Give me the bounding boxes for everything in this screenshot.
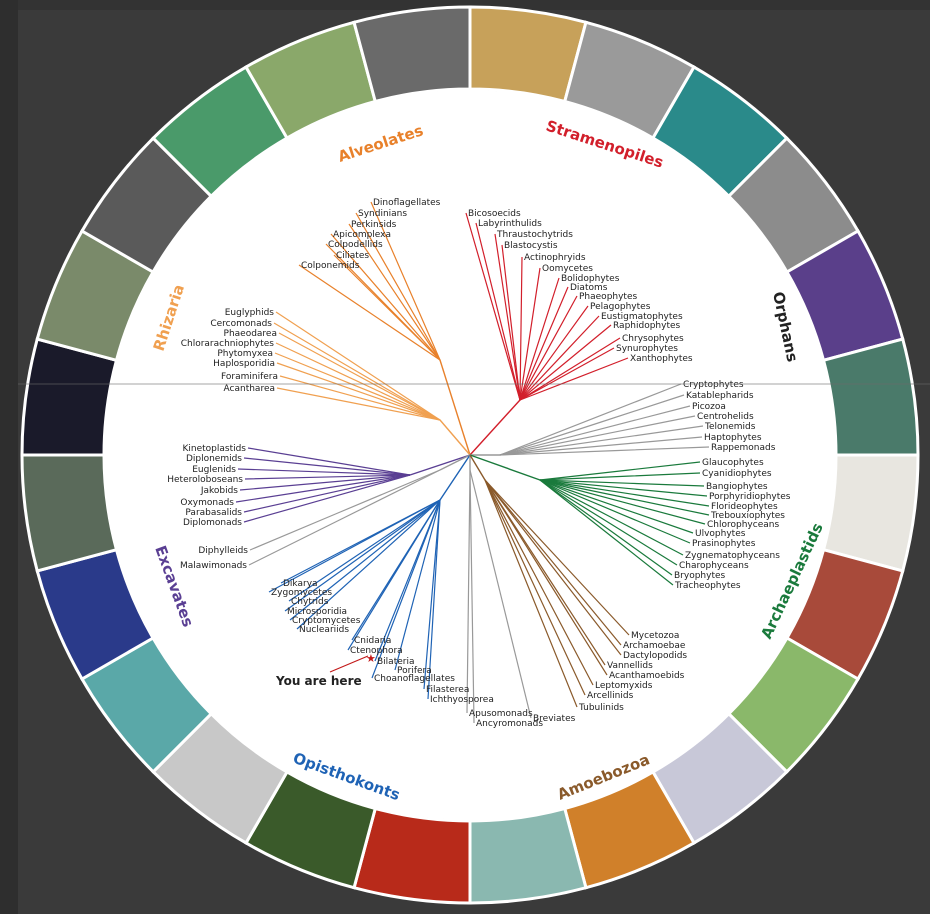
leaf-dinoflagellates: Dinoflagellates (373, 198, 441, 208)
dinoflagellate-sem-photo (354, 7, 470, 101)
leaf-cyanidiophytes: Cyanidiophytes (702, 469, 772, 479)
leaf-colpodellids: Colpodellids (328, 240, 383, 250)
leaf-filasterea: Filasterea (426, 685, 469, 695)
leaf-apicomplexa: Apicomplexa (333, 230, 391, 240)
green-colony-photo (824, 339, 918, 455)
leaf-chytrids: Chytrids (291, 597, 329, 607)
leaf-jakobids: Jakobids (200, 486, 238, 496)
leaf-euglyphids: Euglyphids (225, 308, 275, 318)
leaf-acantharea: Acantharea (224, 384, 275, 394)
leaf-phaeophytes: Phaeophytes (579, 292, 637, 302)
leaf-tubulinids: Tubulinids (578, 703, 624, 713)
leaf-phaeodarea: Phaeodarea (224, 329, 277, 339)
leaf-perkinsids: Perkinsids (351, 220, 397, 230)
leaf-diphylleids: Diphylleids (198, 546, 248, 556)
leaf-heteroloboseans: Heteroloboseans (167, 475, 243, 485)
leaf-rappemonads: Rappemonads (711, 443, 776, 453)
leaf-bangiophytes: Bangiophytes (706, 482, 768, 492)
leaf-porphyridiophytes: Porphyridiophytes (709, 492, 791, 502)
leaf-cnidaria: Cnidaria (354, 636, 391, 646)
leaf-foraminifera: Foraminifera (221, 372, 278, 382)
leaf-bicosoecids: Bicosoecids (468, 209, 521, 219)
leaf-euglenids: Euglenids (192, 465, 236, 475)
leaf-choanoflagellates: Choanoflagellates (374, 674, 455, 684)
leaf-charophyceans: Charophyceans (679, 561, 749, 571)
you-are-here-label: You are here (275, 674, 362, 688)
leaf-vannellids: Vannellids (607, 661, 653, 671)
leaf-zygnematophyceans: Zygnematophyceans (685, 551, 780, 561)
leaf-acanthamoebids: Acanthamoebids (609, 671, 685, 681)
leaf-haptophytes: Haptophytes (704, 433, 762, 443)
leaf-thraustochytrids: Thraustochytrids (496, 230, 573, 240)
leaf-xanthophytes: Xanthophytes (630, 354, 693, 364)
leaf-pelagophytes: Pelagophytes (590, 302, 651, 312)
leaf-bryophytes: Bryophytes (674, 571, 726, 581)
leaf-blastocystis: Blastocystis (504, 241, 558, 251)
leaf-diplonemids: Diplonemids (186, 454, 242, 464)
leaf-diplomonads: Diplomonads (183, 518, 242, 528)
leaf-archamoebae: Archamoebae (623, 641, 686, 651)
excavate-colony-photo (22, 455, 116, 571)
leaf-ichthyosporea: Ichthyosporea (430, 695, 494, 705)
leaf-ulvophytes: Ulvophytes (695, 529, 746, 539)
leaf-tracheophytes: Tracheophytes (674, 581, 741, 591)
leaf-glaucophytes: Glaucophytes (702, 458, 764, 468)
leaf-nucleariids: Nucleariids (299, 625, 349, 635)
leaf-kinetoplastids: Kinetoplastids (182, 444, 246, 454)
leaf-parabasalids: Parabasalids (185, 508, 242, 518)
leaf-breviates: Breviates (533, 714, 576, 724)
leaf-phytomyxea: Phytomyxea (217, 349, 273, 359)
leaf-ctenophora: Ctenophora (350, 646, 403, 656)
star-icon: ★ (366, 652, 376, 665)
leaf-haplosporidia: Haplosporidia (213, 359, 275, 369)
leaf-prasinophytes: Prasinophytes (692, 539, 756, 549)
leaf-raphidophytes: Raphidophytes (613, 321, 681, 331)
leaf-synurophytes: Synurophytes (616, 344, 678, 354)
leaf-actinophryids: Actinophryids (524, 253, 586, 263)
leaf-oxymonads: Oxymonads (180, 498, 234, 508)
leaf-labyrinthulids: Labyrinthulids (478, 219, 542, 229)
leaf-telonemids: Telonemids (704, 422, 756, 432)
leaf-leptomyxids: Leptomyxids (595, 681, 653, 691)
leaf-centrohelids: Centrohelids (697, 412, 754, 422)
leaf-mycetozoa: Mycetozoa (631, 631, 679, 641)
leaf-syndinians: Syndinians (358, 209, 407, 219)
leaf-malawimonads: Malawimonads (180, 561, 247, 571)
leaf-oomycetes: Oomycetes (542, 264, 593, 274)
leaf-apusomonads: Apusomonads (469, 709, 533, 719)
amoeba-microscope-photo (470, 809, 586, 903)
leaf-chrysophytes: Chrysophytes (622, 334, 684, 344)
leaf-katablepharids: Katablepharids (686, 391, 754, 401)
leaf-dactylopodids: Dactylopodids (623, 651, 687, 661)
leaf-cryptophytes: Cryptophytes (683, 380, 744, 390)
leaf-picozoa: Picozoa (692, 402, 726, 412)
leaf-cercomonads: Cercomonads (210, 319, 272, 329)
leaf-colponemids: Colponemids (301, 261, 360, 271)
leaf-arcellinids: Arcellinids (587, 691, 634, 701)
leaf-ciliates: Ciliates (336, 251, 369, 261)
leaf-chlorarachniophytes: Chlorarachniophytes (181, 339, 275, 349)
